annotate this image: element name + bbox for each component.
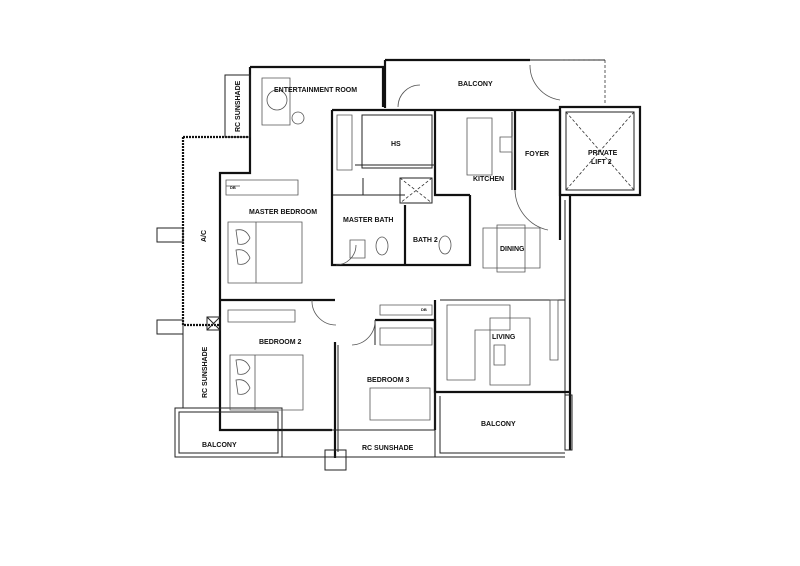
furniture [225,64,561,421]
label-balcony-right: BALCONY [481,421,516,428]
label-rc-sunshade-left: RC SUNSHADE [202,346,209,398]
label-kitchen: KITCHEN [473,176,504,183]
label-bath-2: BATH 2 [413,237,438,244]
walls [156,58,642,471]
label-rc-sunshade-bottom: RC SUNSHADE [362,445,414,452]
label-rc-sunshade-top: RC SUNSHADE [235,80,242,132]
room-labels: ENTERTAINMENT ROOM BALCONY RC SUNSHADE H… [201,80,618,452]
label-private-lift: PRIVATE [588,150,618,157]
label-db-bedroom3: DB [421,307,427,312]
label-balcony-top: BALCONY [458,81,493,88]
label-master-bedroom: MASTER BEDROOM [249,209,317,216]
label-balcony-left: BALCONY [202,442,237,449]
label-ac: A/C [201,230,208,242]
label-bedroom-2: BEDROOM 2 [259,339,302,346]
label-living: LIVING [492,334,516,341]
label-hs: HS [391,141,401,148]
label-master-bath: MASTER BATH [343,217,393,224]
label-bedroom-3: BEDROOM 3 [367,377,410,384]
label-entertainment-room: ENTERTAINMENT ROOM [274,87,357,94]
label-db-master: DB [230,185,236,190]
label-foyer: FOYER [525,151,549,158]
label-private-lift-2: LIFT 2 [591,159,612,166]
label-dining: DINING [500,246,525,253]
